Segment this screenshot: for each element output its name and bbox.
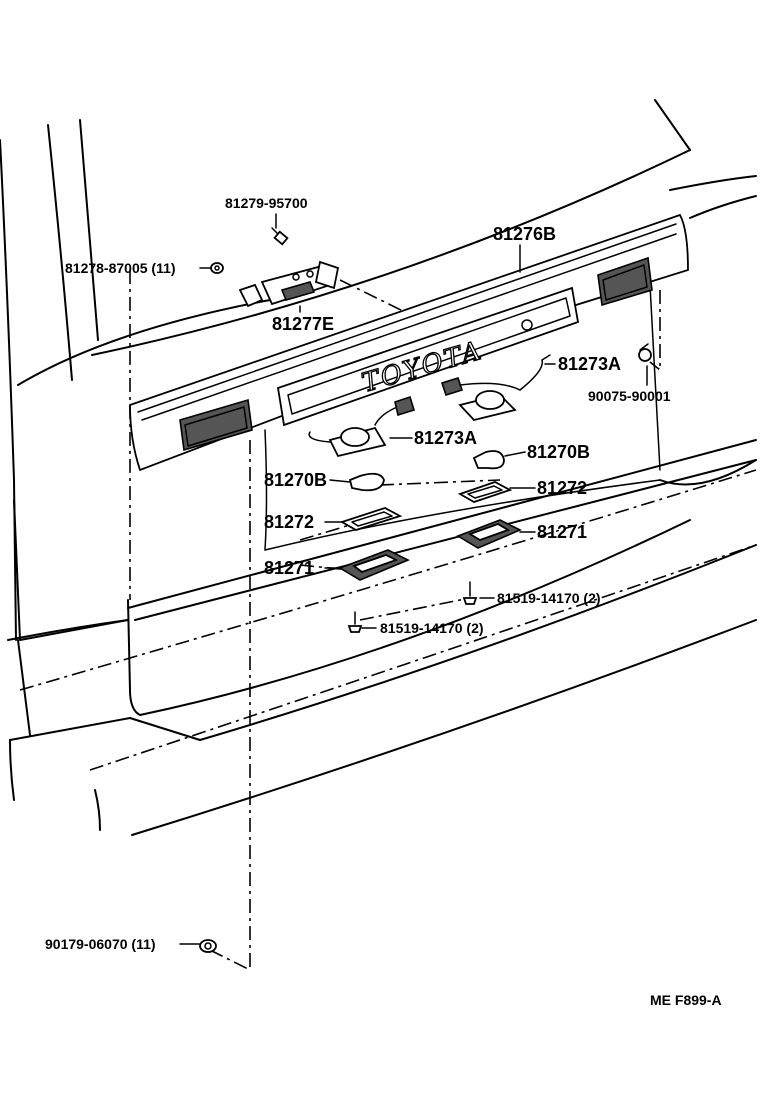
screw-81519-left [347,611,363,633]
lens-81271-right [456,519,522,549]
label-90075-90001: 90075-90001 [588,388,671,404]
label-81277e: 81277E [272,314,334,334]
gasket-81272-left [339,507,403,531]
figure-code: ME F899-A [650,992,722,1008]
back-door-outline [0,99,757,836]
bolt-81279 [271,227,289,246]
nut-81278 [210,262,224,274]
label-81272-right: 81272 [537,478,587,498]
label-90179-06070: 90179-06070 (11) [45,936,156,952]
label-81272-left: 81272 [264,512,314,532]
label-81271-right: 81271 [537,522,587,542]
lens-81271-left [338,549,410,581]
label-81270b-left: 81270B [264,470,327,490]
label-81273a-lower: 81273A [414,428,477,448]
garnish-81276b: TOYOTA [129,213,689,472]
label-81278-87005: 81278-87005 (11) [65,260,176,276]
bulb-81270b-left [348,472,385,492]
lamp-socket-81273a-upper [440,354,551,421]
label-81271-left: 81271 [264,558,314,578]
label-81279-95700: 81279-95700 [225,195,308,211]
latch-81277e [238,260,340,308]
label-81273a-upper: 81273A [558,354,621,374]
label-81270b-right: 81270B [527,442,590,462]
gasket-81272-right [457,481,513,503]
lamp-socket-81273a-lower [308,395,415,458]
label-81519-14170-right: 81519-14170 (2) [497,590,601,606]
screw-81519-right [462,581,478,605]
nut-90179 [199,939,217,953]
bulb-81270b-right [472,450,505,470]
alignment-lines [19,270,757,971]
label-81519-14170-left: 81519-14170 (2) [380,620,484,636]
leader-lines [179,213,648,945]
label-81276b: 81276B [493,224,556,244]
part-labels: 81279-95700 81278-87005 (11) 81276B 8127… [45,195,722,1008]
clip-90075 [638,343,652,362]
